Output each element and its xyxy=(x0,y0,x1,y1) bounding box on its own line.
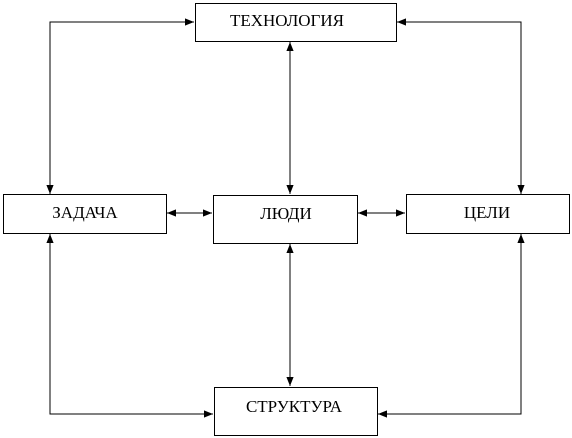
node-people-label: ЛЮДИ xyxy=(260,204,312,223)
node-goals-box xyxy=(406,194,570,234)
node-goals: ЦЕЛИ xyxy=(406,194,570,234)
node-structure-box xyxy=(214,387,378,436)
edge-technology-task xyxy=(46,18,194,194)
node-technology-label: ТЕХНОЛОГИЯ xyxy=(230,11,344,30)
node-task-box xyxy=(3,194,167,234)
edge-goals-structure xyxy=(378,234,525,418)
node-structure: СТРУКТУРА xyxy=(214,387,378,436)
node-technology-box xyxy=(195,3,397,42)
edge-task-structure xyxy=(46,234,213,418)
node-task-label: ЗАДАЧА xyxy=(52,203,118,222)
node-structure-label: СТРУКТУРА xyxy=(246,397,343,416)
node-goals-label: ЦЕЛИ xyxy=(464,203,510,222)
node-task: ЗАДАЧА xyxy=(3,194,167,234)
node-people: ЛЮДИ xyxy=(213,195,358,244)
edges xyxy=(46,18,525,418)
edge-technology-goals xyxy=(397,18,525,194)
node-people-box xyxy=(213,195,358,244)
node-technology: ТЕХНОЛОГИЯ xyxy=(195,3,397,42)
